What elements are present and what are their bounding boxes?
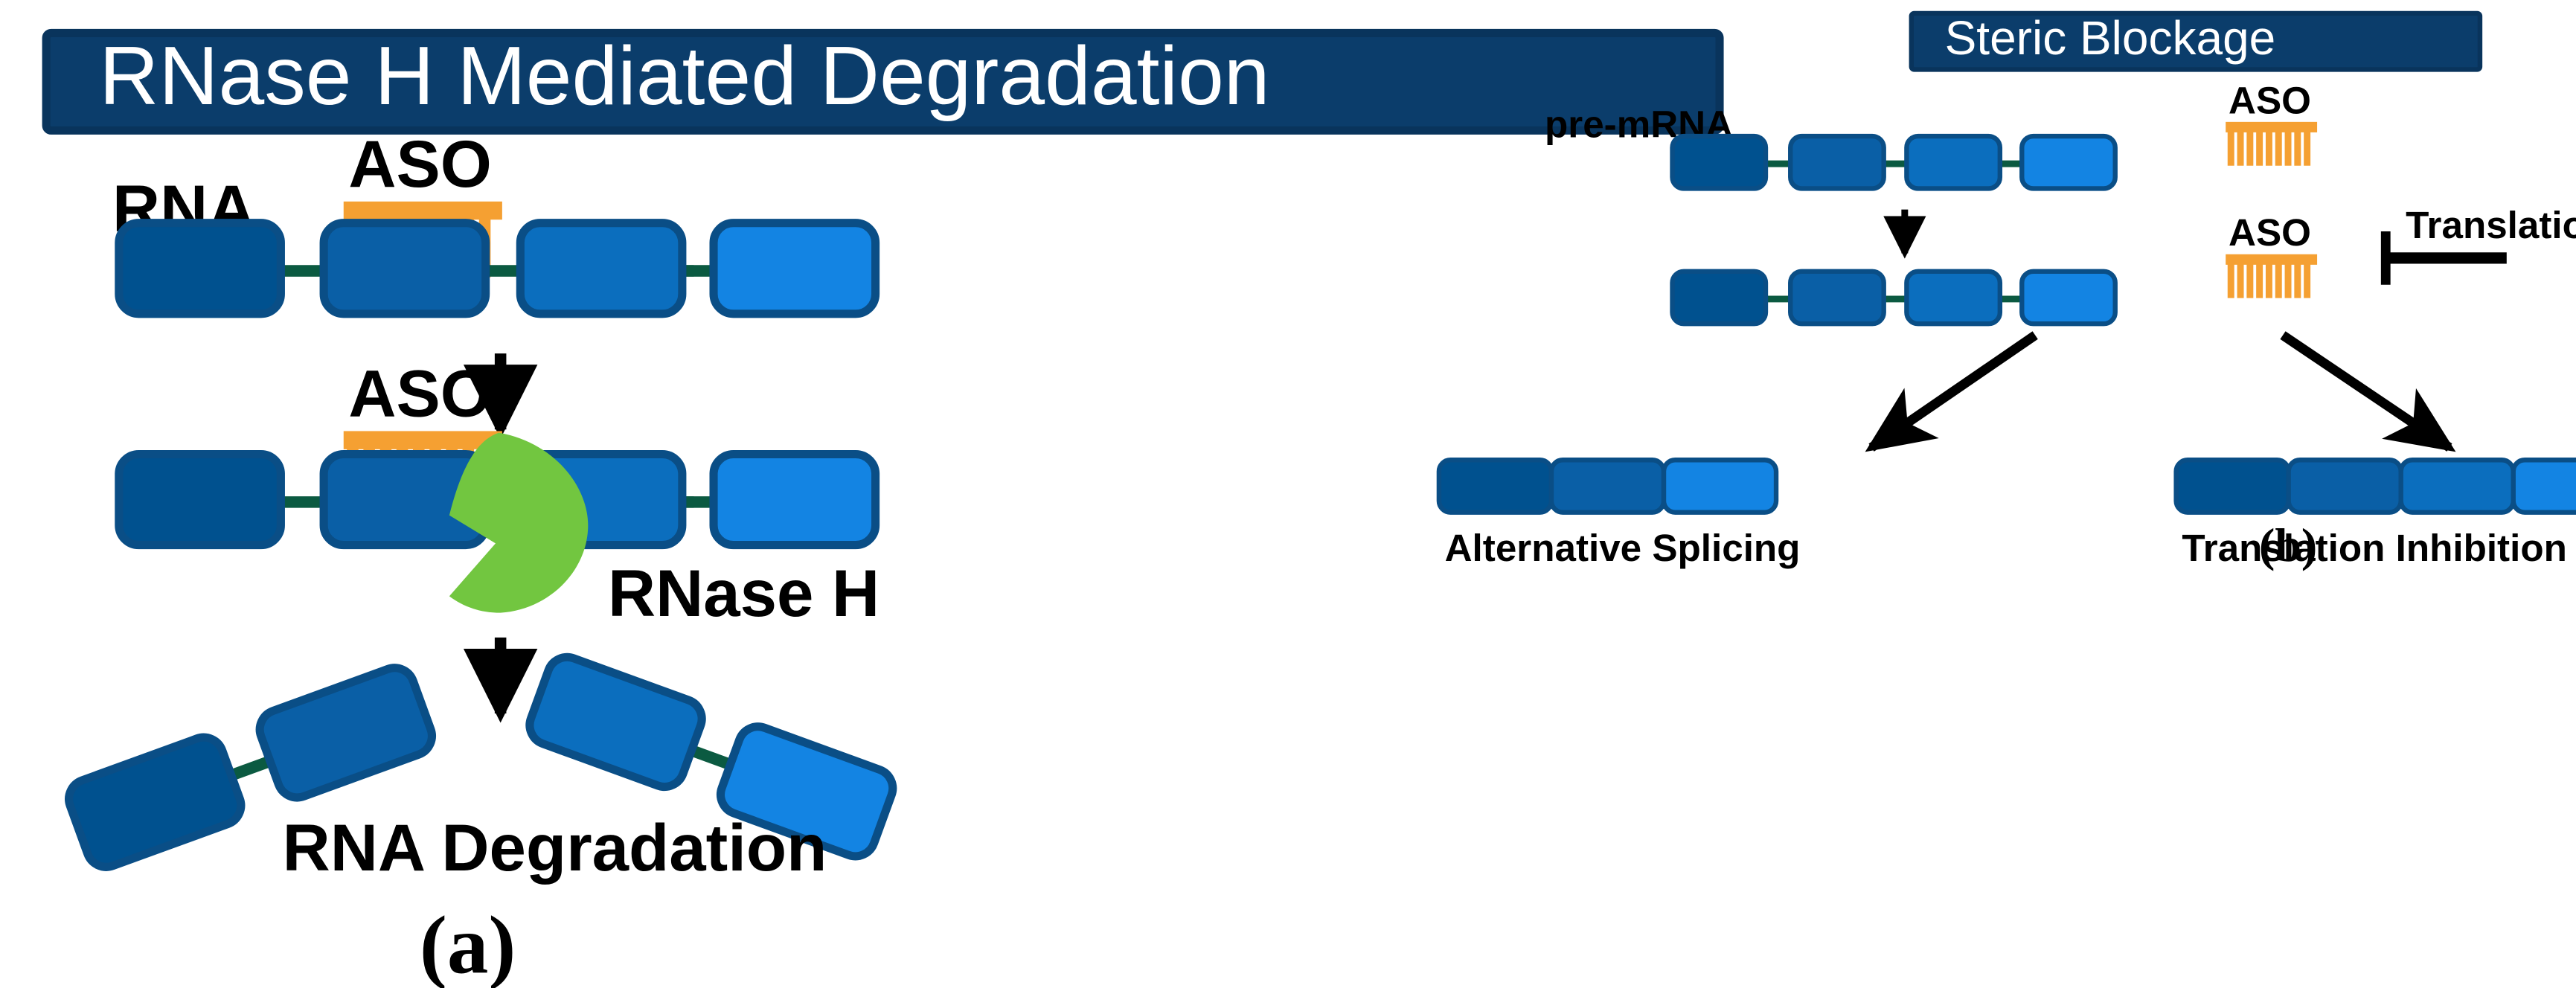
rna-block — [709, 219, 880, 318]
rna-block — [2398, 458, 2516, 515]
rna-block — [1904, 269, 2003, 327]
rna-block — [115, 449, 285, 550]
panel-b-title-banner: Steric Blockage — [1909, 10, 2483, 72]
panel-b-title: Steric Blockage — [1945, 11, 2276, 65]
panel-b-row-premrna: pre-mRNA ASO — [1545, 79, 2318, 191]
branch-arrow-left — [1865, 331, 2038, 452]
branch-arrow-right — [2280, 331, 2456, 452]
rna-block — [1670, 269, 1769, 327]
aso-comb-row2 — [2226, 254, 2318, 298]
aso-comb-row1 — [2226, 121, 2318, 166]
degraded-fragment-left — [65, 664, 436, 871]
aso-label-row1: ASO — [2229, 79, 2311, 121]
rna-block — [1788, 133, 1886, 191]
translation-splicing-machinery-label: Translation/Splicing Machinery — [2406, 204, 2576, 246]
panel-a-title-banner: RNase H Mediated Degradation — [42, 28, 1724, 135]
rna-block — [1904, 133, 2003, 191]
translation-inhibition-label: Translation Inhibition — [2182, 527, 2567, 569]
panel-a-letter: (a) — [420, 900, 516, 988]
rna-block — [2511, 458, 2576, 515]
rna-block — [1436, 458, 1554, 515]
alternative-splicing-label: Alternative Splicing — [1445, 527, 1801, 569]
rna-block — [2173, 458, 2291, 515]
rna-block — [2019, 269, 2118, 327]
panel-a: RNase H Mediated Degradation RNA ASO — [42, 28, 1724, 988]
aso-label-row1: ASO — [348, 127, 491, 201]
panel-b-translation-inhibition-product: Translation Inhibition Translation — [2173, 458, 2576, 569]
rna-block — [1670, 133, 1769, 191]
rna-block — [716, 722, 897, 861]
aso-label-row2: ASO — [348, 356, 491, 430]
aso-label-row2: ASO — [2229, 211, 2311, 254]
inhibition-bar-icon — [2380, 231, 2507, 285]
rna-block — [1548, 458, 1667, 515]
panel-b-row-blocked: ASO Translation/Splicing Machinery — [1670, 204, 2576, 327]
panel-a-row-rnase-bound: ASO RNase H — [115, 356, 880, 630]
panel-b: Steric Blockage pre-mRNA ASO — [1436, 10, 2576, 571]
rna-block — [709, 449, 880, 550]
panel-a-row-intact-strand: RNA ASO — [112, 127, 880, 318]
panel-a-row-degradation: RNA Degradation — [65, 652, 897, 885]
rna-block — [115, 219, 285, 318]
rna-block — [1661, 458, 1779, 515]
rna-block — [1788, 269, 1886, 327]
rna-block — [2286, 458, 2403, 515]
rna-degradation-label: RNA Degradation — [283, 811, 827, 885]
rna-block — [255, 664, 436, 802]
rna-block — [319, 219, 490, 318]
degraded-fragment-right — [525, 652, 897, 861]
rna-block — [65, 733, 246, 871]
rna-block — [2019, 133, 2118, 191]
rnase-h-enzyme-icon — [449, 432, 589, 613]
panel-a-title: RNase H Mediated Degradation — [99, 30, 1269, 122]
rnase-h-label: RNase H — [608, 556, 880, 630]
rna-block — [516, 219, 687, 318]
panel-b-alternative-splicing-product: Alternative Splicing — [1436, 458, 1801, 569]
rna-block — [525, 652, 706, 792]
panel-b-letter: (b) — [2259, 519, 2317, 571]
